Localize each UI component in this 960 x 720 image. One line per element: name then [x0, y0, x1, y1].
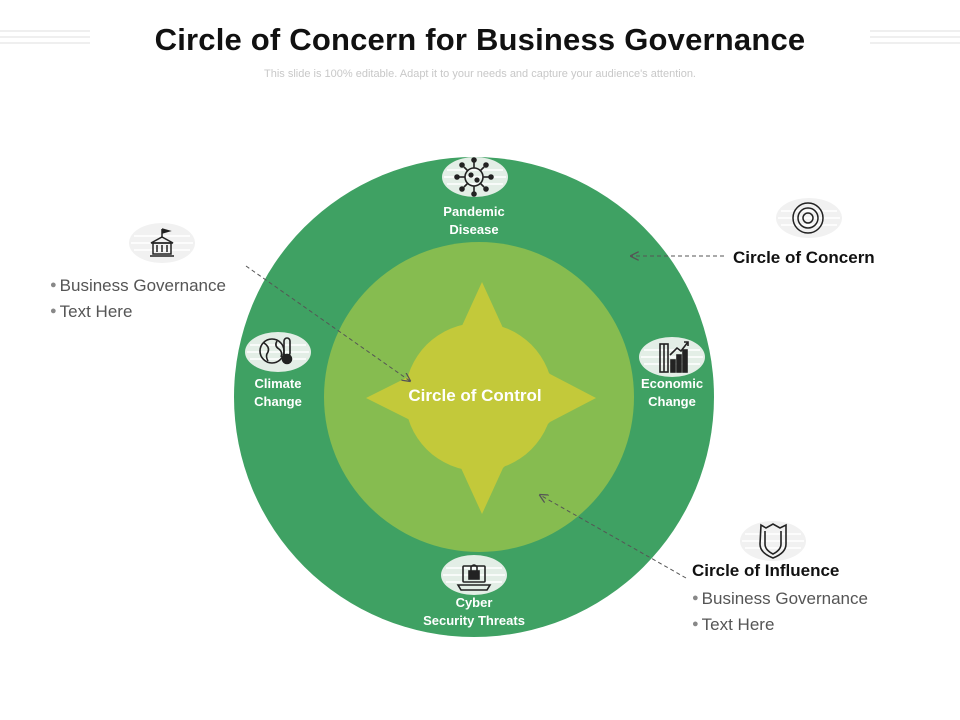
badge-concern-callout	[776, 198, 842, 238]
influence-bullet-2-text: Text Here	[701, 615, 775, 634]
influence-callout-bullets: ●Business Governance ●Text Here	[692, 587, 868, 639]
ring-label-climate-line1: Climate	[254, 376, 302, 391]
ring-label-economic: Economic Change	[602, 375, 742, 411]
ring-label-pandemic-line2: Disease	[449, 222, 499, 237]
globe-thermometer-icon	[259, 337, 293, 365]
ring-label-climate: Climate Change	[208, 375, 348, 411]
building-icon	[150, 228, 174, 257]
badge-climate	[245, 332, 311, 372]
virus-icon	[454, 157, 494, 197]
badge-pandemic	[442, 157, 508, 197]
page-subtitle: This slide is 100% editable. Adapt it to…	[264, 68, 696, 80]
ring-label-economic-line2: Change	[648, 394, 696, 409]
influence-bullet-1-text: Business Governance	[701, 589, 868, 608]
page-title: Circle of Concern for Business Governanc…	[154, 22, 806, 57]
left-bullet-2: ●Text Here	[50, 302, 133, 321]
decorative-lines-right	[870, 30, 960, 54]
decorative-lines-left	[0, 30, 90, 54]
influence-bullet-1: ●Business Governance	[692, 589, 868, 608]
badge-economic	[639, 337, 705, 377]
badge-influence-callout	[740, 521, 806, 561]
ring-label-pandemic: Pandemic Disease	[404, 203, 544, 239]
arrow-left-to-control	[245, 265, 410, 381]
ring-label-economic-line1: Economic	[640, 376, 704, 391]
ring-label-cyber-line2: Security Threats	[423, 613, 525, 628]
center-star-circle-of-control	[366, 282, 596, 514]
growth-chart-icon	[659, 341, 689, 373]
ring-label-cyber-line1: Cyber	[455, 595, 493, 610]
left-bullet-1-text: Business Governance	[59, 276, 226, 295]
left-callout-bullets: ●Business Governance ●Text Here	[50, 274, 226, 326]
concern-title: Circle of Concern	[733, 248, 875, 267]
influence-bullet-2: ●Text Here	[692, 615, 775, 634]
shield-icon	[759, 523, 787, 559]
ring-label-pandemic-line1: Pandemic	[443, 204, 505, 219]
left-bullet-1: ●Business Governance	[50, 276, 226, 295]
ring-label-climate-line2: Change	[254, 394, 302, 409]
influence-title: Circle of Influence	[692, 561, 840, 580]
left-bullet-2-text: Text Here	[59, 302, 133, 321]
laptop-lock-icon	[456, 564, 492, 591]
ring-label-cyber: Cyber Security Threats	[404, 594, 544, 630]
center-label: Circle of Control	[408, 386, 542, 405]
target-icon	[792, 202, 824, 234]
